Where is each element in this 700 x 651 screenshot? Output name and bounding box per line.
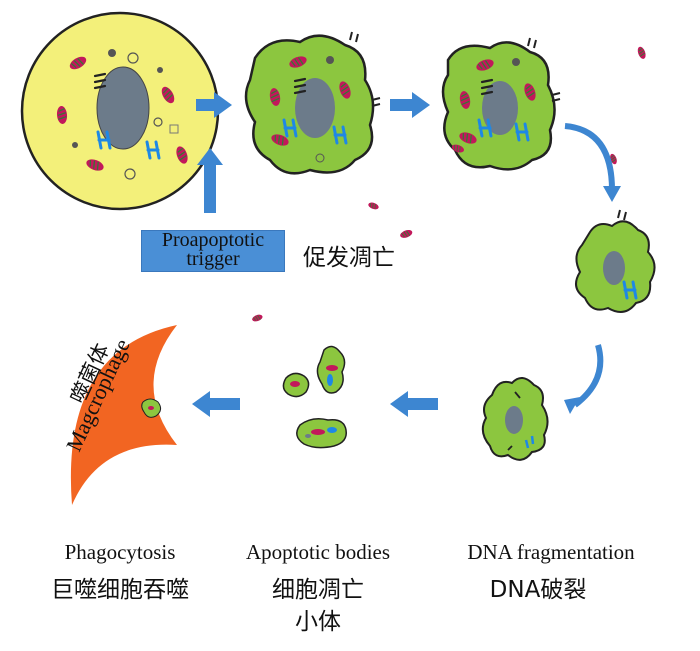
apoptotic-bodies-label-cn-1: 细胞凋亡: [272, 577, 364, 603]
blebbing-cell: [398, 45, 656, 313]
apoptotic-bodies-label-cn-2: 小体: [295, 609, 341, 635]
arrow-right-1: [196, 92, 232, 118]
arrow-left-2: [192, 391, 240, 417]
arrow-up-trigger: [197, 148, 223, 213]
arrow-left-1: [390, 391, 438, 417]
apoptotic-bodies-label: Apoptotic bodies: [245, 540, 391, 564]
phagocytosis-label: Phagocytosis: [64, 540, 176, 564]
trigger-text: Proapoptotic trigger: [142, 229, 284, 270]
apoptotic-bodies: [282, 345, 347, 449]
shrinking-cell-2: [441, 37, 561, 171]
nucleus: [96, 66, 150, 150]
macrophage: 噬菌体 Magcrophage: [61, 325, 177, 505]
curved-arrow-2: [564, 344, 604, 414]
shrinking-cell-1: [244, 31, 381, 175]
trigger-label-cn: 促发凋亡: [303, 245, 395, 271]
healthy-cell: [20, 11, 220, 211]
fragmented-cell: [250, 152, 619, 461]
trigger-line-1: Proapoptotic: [161, 229, 265, 251]
proapoptotic-trigger-box: Proapoptotic trigger: [141, 230, 285, 272]
dna-fragmentation-label: DNA fragmentation: [467, 540, 635, 564]
trigger-line-2: trigger: [186, 248, 240, 270]
arrow-right-2: [390, 92, 430, 118]
curved-arrow-1: [564, 123, 621, 202]
phagocytosis-label-cn: 巨噬细胞吞噬: [51, 577, 189, 603]
dna-fragmentation-label-cn: DNA破裂: [489, 577, 587, 603]
